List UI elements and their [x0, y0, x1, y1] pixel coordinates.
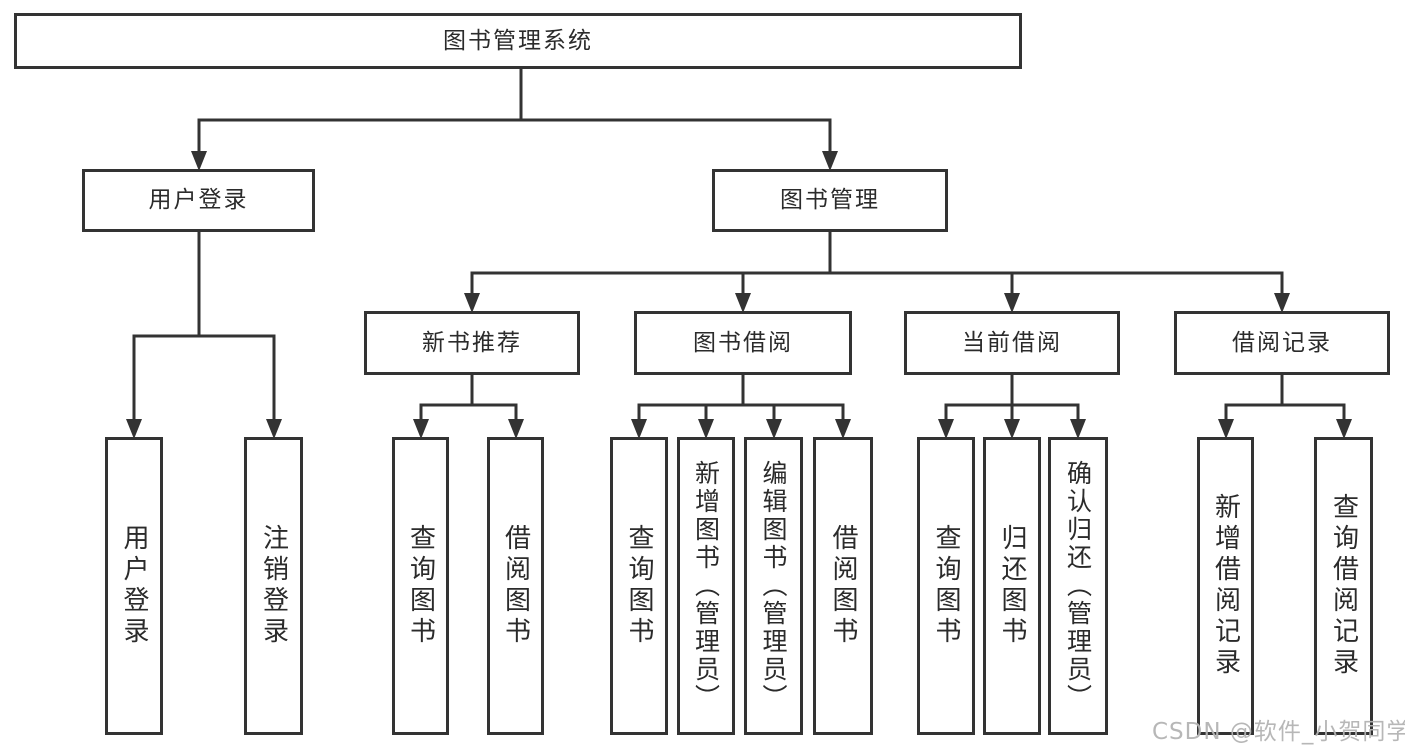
arrowhead-icon-book-borrow — [735, 293, 751, 313]
node-label-system-root: 图书管理系统 — [443, 27, 593, 54]
arrowhead-icon-leaf-query-book-2 — [631, 419, 647, 439]
node-label-leaf-borrow-book-1: 借阅图书 — [500, 524, 531, 648]
node-label-user-login: 用户登录 — [148, 187, 249, 213]
node-user-login: 用户登录 — [82, 169, 315, 232]
node-label-leaf-query-book-3: 查询图书 — [931, 524, 961, 648]
arrowhead-icon-leaf-logout — [266, 419, 282, 439]
arrowhead-icon-new-book-recommend — [464, 293, 480, 313]
arrowhead-icon-leaf-user-login — [126, 419, 142, 439]
arrowhead-icon-leaf-borrow-book-2 — [835, 419, 851, 439]
node-label-leaf-query-book-1: 查询图书 — [405, 524, 436, 648]
node-system-root: 图书管理系统 — [14, 13, 1022, 69]
node-current-borrow: 当前借阅 — [904, 311, 1120, 375]
node-leaf-add-book-admin: 新增图书（管理员） — [677, 437, 735, 735]
node-label-leaf-add-borrow-record: 新增借阅记录 — [1210, 493, 1241, 679]
arrowhead-icon-leaf-query-borrow-record — [1336, 419, 1352, 439]
node-leaf-query-book-3: 查询图书 — [917, 437, 975, 735]
node-label-borrow-record: 借阅记录 — [1232, 329, 1332, 356]
arrowhead-icon-leaf-query-book-3 — [938, 419, 954, 439]
arrowhead-icon-leaf-query-book-1 — [413, 419, 429, 439]
node-leaf-return-book: 归还图书 — [983, 437, 1041, 735]
node-label-book-borrow: 图书借阅 — [693, 329, 793, 356]
node-label-new-book-recommend: 新书推荐 — [422, 329, 522, 356]
node-leaf-add-borrow-record: 新增借阅记录 — [1197, 437, 1254, 735]
node-leaf-query-book-1: 查询图书 — [392, 437, 449, 735]
node-label-leaf-user-login: 用户登录 — [119, 524, 149, 648]
arrowhead-icon-current-borrow — [1004, 293, 1020, 313]
node-leaf-borrow-book-1: 借阅图书 — [487, 437, 544, 735]
arrowhead-icon-book-management — [822, 151, 838, 171]
node-leaf-query-book-2: 查询图书 — [610, 437, 668, 735]
node-label-leaf-query-borrow-record: 查询借阅记录 — [1328, 493, 1359, 679]
arrowhead-icon-leaf-edit-book-admin — [766, 419, 782, 439]
node-new-book-recommend: 新书推荐 — [364, 311, 580, 375]
watermark-text: CSDN @软件_小贺同学 — [1152, 719, 1405, 745]
node-label-leaf-confirm-return-admin: 确认归还（管理员） — [1063, 460, 1093, 712]
arrowhead-icon-user-login — [191, 151, 207, 171]
node-label-leaf-add-book-admin: 新增图书（管理员） — [691, 460, 721, 712]
node-leaf-edit-book-admin: 编辑图书（管理员） — [744, 437, 803, 735]
node-label-leaf-borrow-book-2: 借阅图书 — [828, 524, 858, 648]
arrowhead-icon-leaf-borrow-book-1 — [508, 419, 524, 439]
node-label-leaf-edit-book-admin: 编辑图书（管理员） — [759, 460, 788, 712]
node-label-leaf-return-book: 归还图书 — [997, 524, 1027, 648]
node-book-borrow: 图书借阅 — [634, 311, 852, 375]
node-label-book-management: 图书管理 — [780, 187, 880, 213]
arrowhead-icon-borrow-record — [1274, 293, 1290, 313]
node-label-leaf-logout: 注销登录 — [258, 524, 289, 648]
node-book-management: 图书管理 — [712, 169, 948, 232]
arrowhead-icon-leaf-confirm-return-admin — [1070, 419, 1086, 439]
node-leaf-borrow-book-2: 借阅图书 — [813, 437, 873, 735]
arrowhead-icon-leaf-add-borrow-record — [1218, 419, 1234, 439]
node-leaf-query-borrow-record: 查询借阅记录 — [1314, 437, 1373, 735]
node-leaf-logout: 注销登录 — [244, 437, 303, 735]
node-leaf-confirm-return-admin: 确认归还（管理员） — [1048, 437, 1108, 735]
arrowhead-icon-leaf-add-book-admin — [698, 419, 714, 439]
node-label-leaf-query-book-2: 查询图书 — [624, 524, 654, 648]
arrowhead-icon-leaf-return-book — [1004, 419, 1020, 439]
node-label-current-borrow: 当前借阅 — [962, 329, 1062, 356]
node-borrow-record: 借阅记录 — [1174, 311, 1390, 375]
node-leaf-user-login: 用户登录 — [105, 437, 163, 735]
